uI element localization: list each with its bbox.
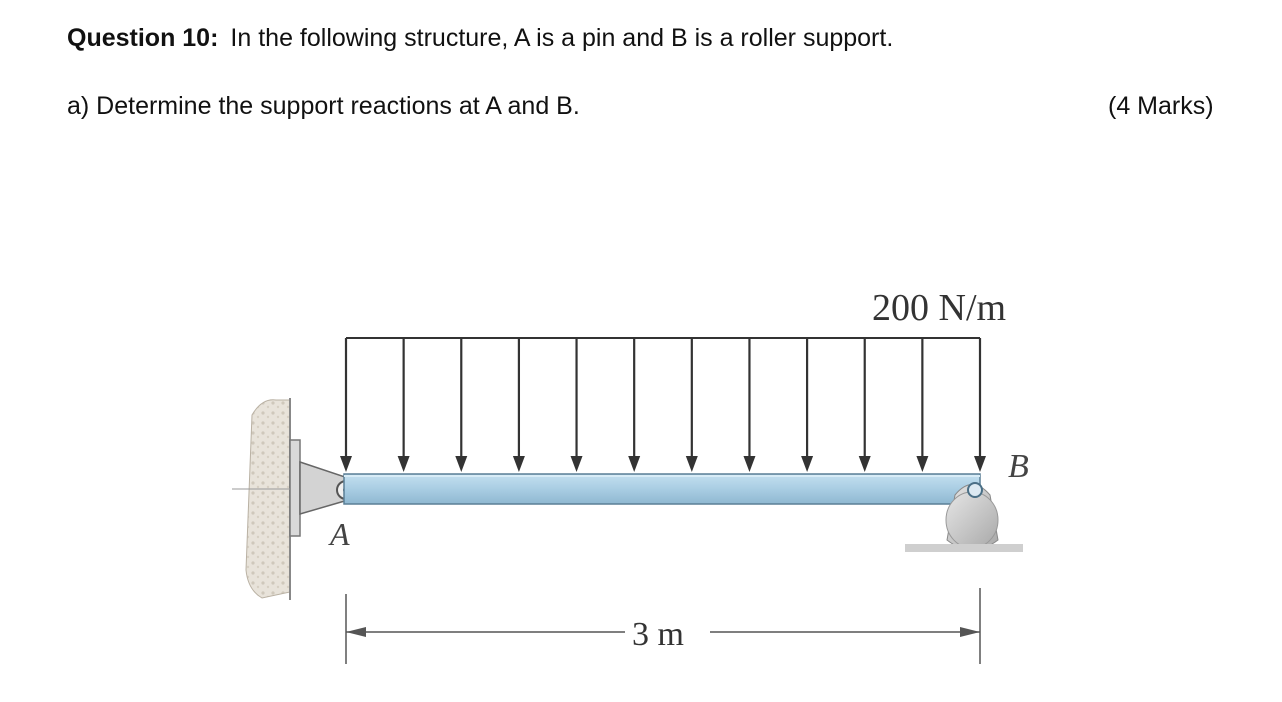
load-arrow-head <box>685 456 698 472</box>
load-arrow-head <box>340 456 352 472</box>
load-label: 200 N/m <box>872 287 1006 329</box>
label-b: B <box>1008 448 1029 485</box>
load-arrow-head <box>743 456 756 472</box>
load-arrow-head <box>455 456 468 472</box>
part-a-marks: (4 Marks) <box>1108 92 1214 120</box>
load-arrow-head <box>974 456 986 472</box>
wall <box>245 399 291 599</box>
load-arrow-head <box>628 456 641 472</box>
beam <box>343 473 981 505</box>
question-label: Question 10: <box>67 24 219 52</box>
load-arrow-head <box>397 456 410 472</box>
label-a: A <box>328 516 350 552</box>
load-arrow-head <box>801 456 814 472</box>
dimension-line <box>345 588 981 664</box>
distributed-load <box>340 337 986 472</box>
span-label: 3 m <box>632 616 684 653</box>
load-arrow-head <box>512 456 525 472</box>
load-arrow-head <box>570 456 583 472</box>
question-heading: Question 10: In the following structure, … <box>67 24 893 53</box>
roller-support-b <box>905 482 1023 552</box>
part-a-text: a) Determine the support reactions at A … <box>67 92 580 120</box>
load-arrow-head <box>858 456 871 472</box>
load-arrow-head <box>916 456 929 472</box>
question-text: In the following structure, A is a pin a… <box>230 24 894 52</box>
